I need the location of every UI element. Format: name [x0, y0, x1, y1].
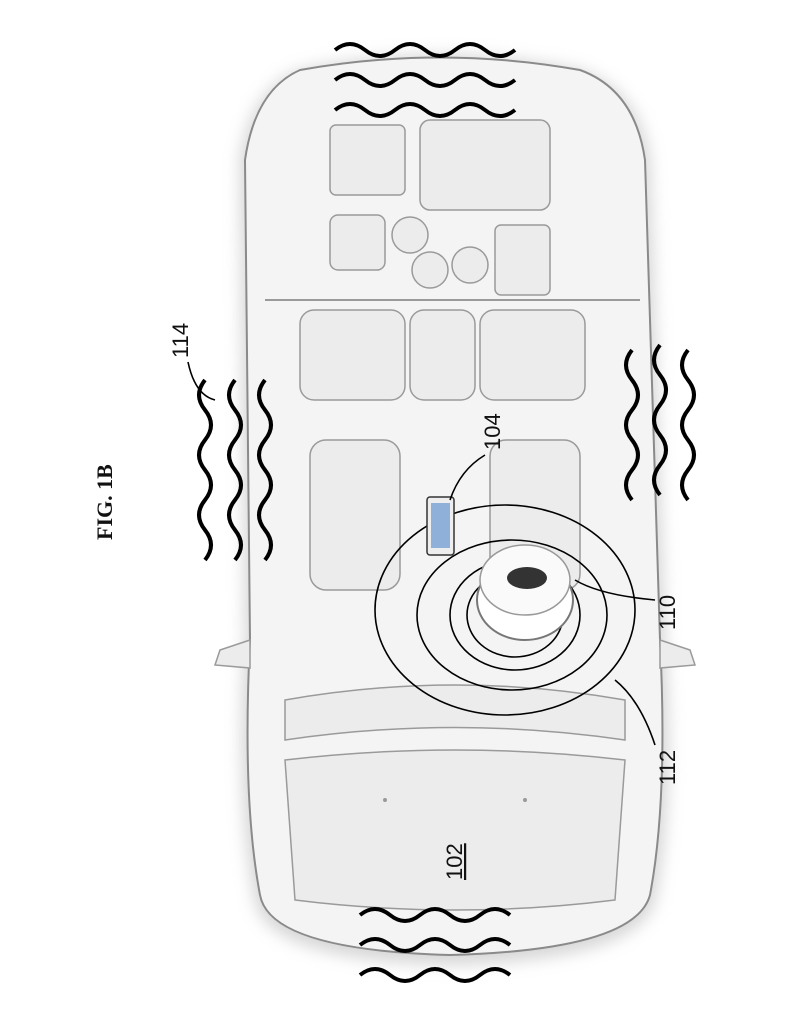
cargo-box: [330, 125, 405, 195]
label-114: 114: [168, 323, 193, 358]
rear-seat-left: [300, 310, 405, 400]
right-mirror: [660, 640, 695, 668]
label-102: 102: [442, 843, 467, 880]
leader-114: [188, 362, 215, 400]
vehicle-top-view: [215, 55, 695, 965]
hood: [285, 750, 625, 910]
label-110: 110: [655, 595, 680, 630]
left-mirror: [215, 640, 250, 668]
label-104: 104: [480, 413, 505, 450]
cargo-box: [495, 225, 550, 295]
figure-title: FIG. 1B: [92, 464, 117, 540]
wireless-device: [477, 545, 573, 640]
rear-seat-right: [480, 310, 585, 400]
mobile-device: [427, 497, 454, 555]
cargo-bag: [420, 120, 550, 210]
cargo-seat: [330, 215, 385, 270]
label-112: 112: [655, 750, 680, 785]
rear-seat-middle: [410, 310, 475, 400]
